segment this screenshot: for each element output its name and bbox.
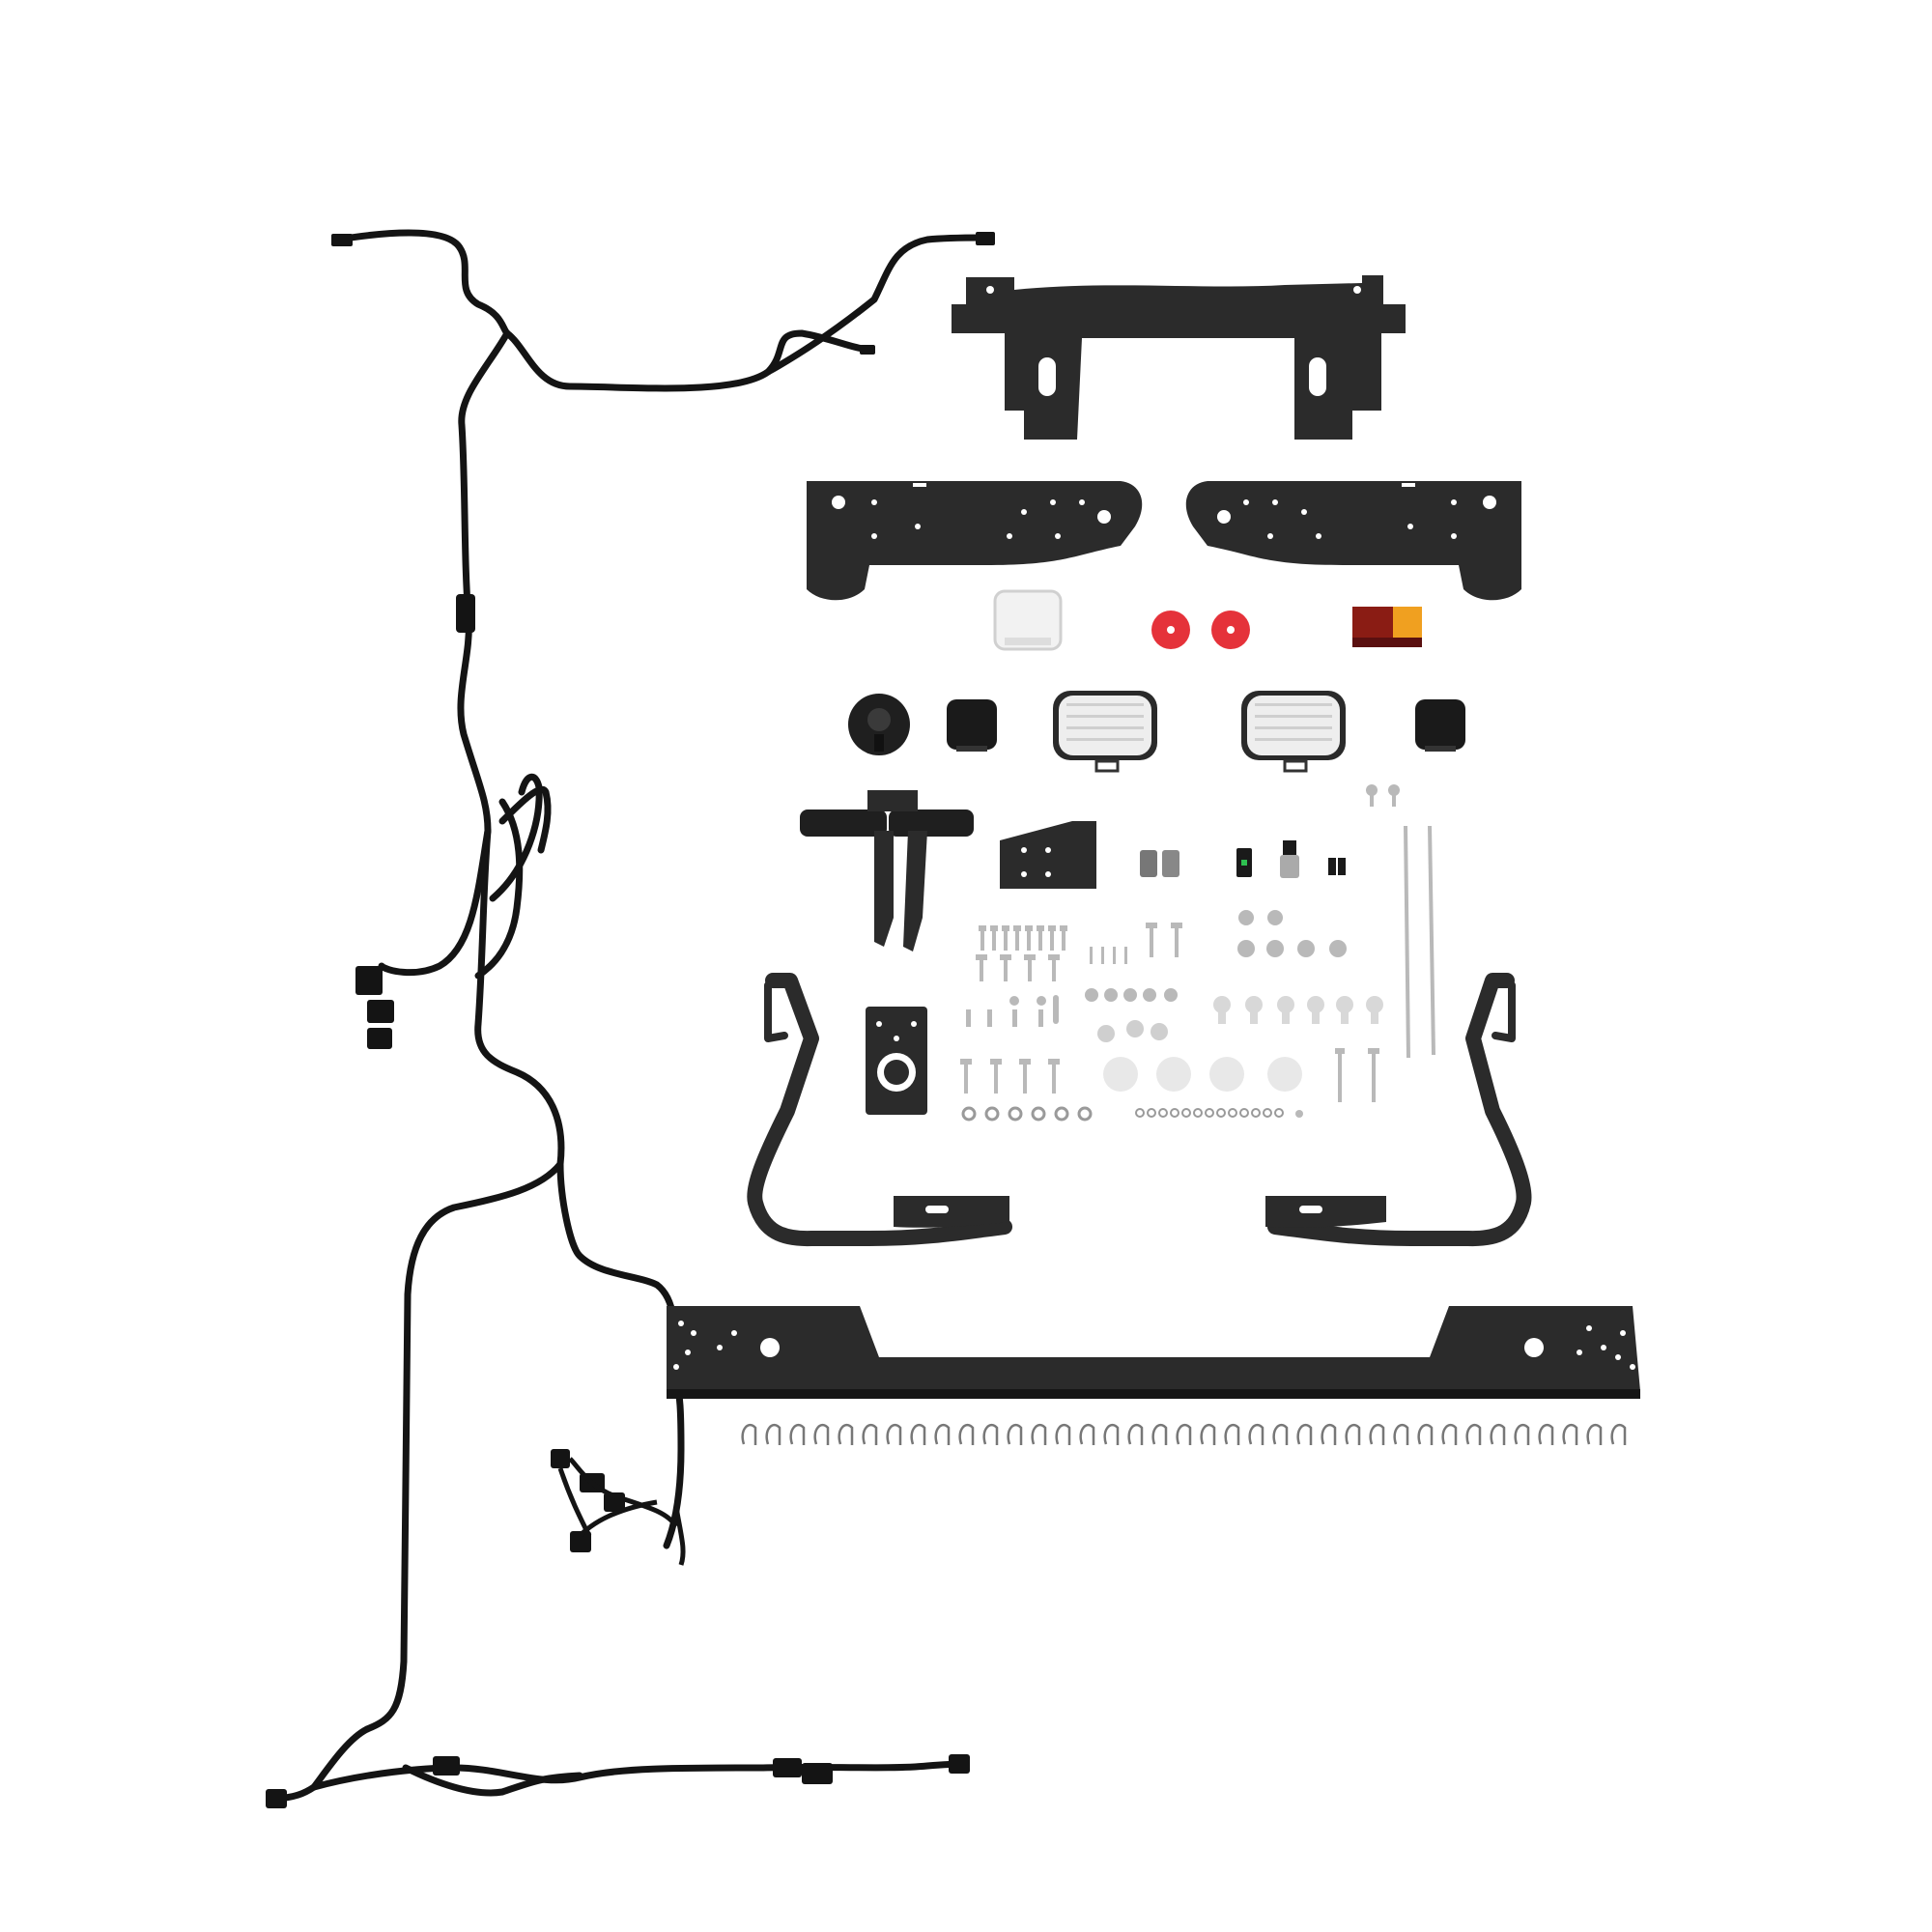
small-electrical-parts: [1140, 840, 1346, 878]
socket-plate: [866, 1007, 927, 1115]
connector-bottom-end: [949, 1754, 970, 1774]
harness-bottom-left: [276, 1725, 371, 1803]
cross-bracket-slot-right: [1309, 357, 1326, 396]
washers-mid-left: [966, 995, 1059, 1027]
connector-left-cluster-1: [355, 966, 383, 995]
side-plate-right: [1185, 481, 1521, 601]
light-bracket-pair: [800, 790, 974, 952]
small-washers-strip: [1135, 1108, 1284, 1118]
harness-loop-left: [378, 827, 492, 977]
harness-top-right-up-branch: [764, 234, 989, 376]
side-arm-left-foot: [894, 1196, 1009, 1228]
connector-top-left: [331, 234, 353, 246]
harness-main-trunk-mid: [474, 827, 565, 1168]
connector-left-cluster-2: [367, 1000, 394, 1023]
cross-bracket-slot-left: [1038, 357, 1056, 396]
connector-lower-cluster-4: [570, 1531, 591, 1552]
work-light-right: [1241, 691, 1346, 773]
work-light-icon: [1053, 691, 1157, 773]
side-arm-right: [1267, 973, 1532, 1247]
harness-lower-cluster-wires: [557, 1457, 686, 1566]
fastener-icon: [960, 910, 1383, 1122]
side-arm-left: [747, 973, 1012, 1247]
small-screws-row: [1090, 923, 1182, 964]
long-bolts: [1335, 1048, 1379, 1102]
side-arm-right-foot: [1265, 1196, 1386, 1228]
harness-ground-wire: [498, 785, 552, 854]
side-plate-left: [807, 481, 1143, 601]
bolt-row-1: [979, 925, 1067, 951]
connector-bottom-mid: [433, 1756, 460, 1776]
threaded-rods: [1366, 784, 1435, 1059]
red-reflector-icon: [1151, 611, 1250, 649]
washer-row-bottom-left: [961, 1106, 1093, 1122]
harness-lower-trunk: [556, 1160, 678, 1366]
round-grommet: [848, 694, 910, 755]
bolt-row-3: [960, 1059, 1060, 1094]
connector-top-right: [976, 232, 995, 245]
harness-loop-right: [474, 798, 524, 980]
harness-main-trunk-upper: [457, 329, 511, 835]
connector-bottom-right-2: [802, 1763, 833, 1784]
top-cross-bracket: [952, 275, 1406, 440]
washers-mid: [1085, 988, 1178, 1002]
square-work-light-small-left: [947, 699, 997, 752]
connector-bottom-right-1: [773, 1758, 802, 1777]
connector-left-cluster-3: [367, 1028, 392, 1049]
cross-bracket-body: [952, 275, 1406, 440]
tail-lamp-icon: [1352, 607, 1422, 647]
harness-long-drop: [363, 1160, 564, 1733]
connector-lower-cluster-1: [551, 1449, 570, 1468]
hose-clip-icon: [741, 1423, 1627, 1445]
harness-top-left-branch: [334, 229, 511, 337]
number-plate-lamp: [993, 589, 1063, 651]
square-work-light-small-right: [1415, 699, 1465, 752]
nuts-row-top: [1237, 910, 1347, 957]
bolt-row-2: [976, 954, 1060, 981]
connector-bottom-left: [266, 1789, 287, 1808]
connector-inline-1: [456, 594, 475, 633]
wing-fasteners: [1097, 1020, 1168, 1042]
harness-ground-wire-2: [489, 773, 543, 902]
rear-beam: [667, 1306, 1640, 1399]
harness-top-right-branch: [503, 329, 873, 392]
connector-right-small: [860, 345, 875, 355]
large-washers: [1103, 1057, 1302, 1092]
plate-bracket: [1000, 821, 1096, 889]
harness-bottom-sub: [402, 1764, 583, 1797]
bulbs-row: [1213, 996, 1383, 1024]
